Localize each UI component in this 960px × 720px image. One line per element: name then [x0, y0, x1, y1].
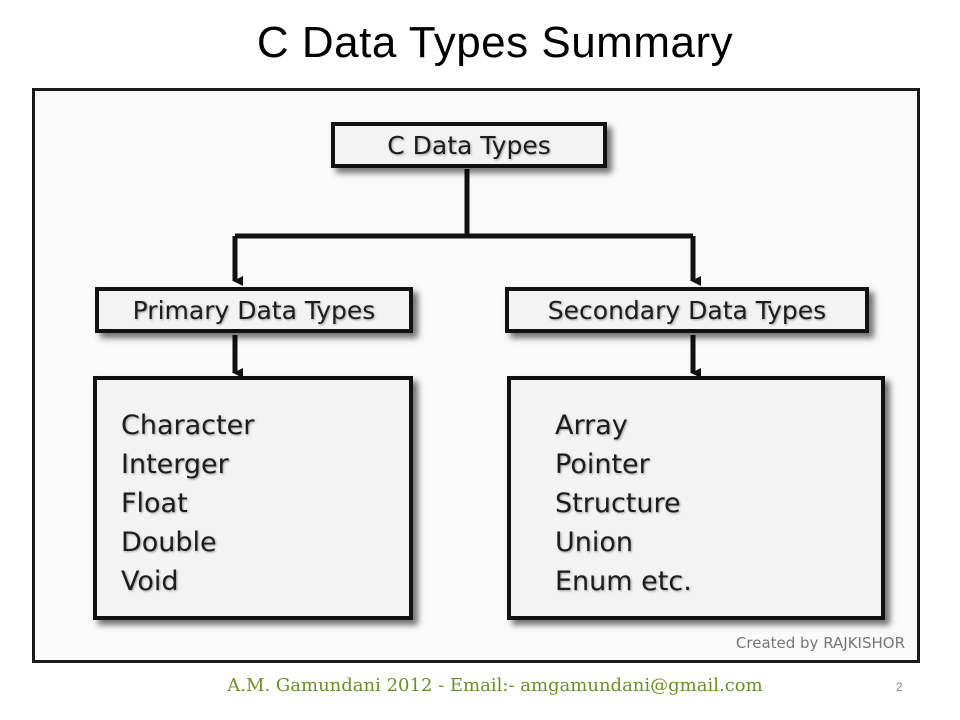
list-item: Union: [555, 527, 634, 558]
list-item: Array: [555, 410, 628, 441]
primary-list-box: Character Interger Float Double Void: [93, 376, 413, 620]
list-item: Double: [121, 527, 217, 558]
list-item: Pointer: [555, 449, 650, 480]
primary-node-label: Primary Data Types: [132, 295, 376, 325]
root-node: C Data Types: [331, 122, 607, 168]
connector-lines: [232, 169, 701, 378]
page-number: 2: [896, 680, 903, 694]
primary-node: Primary Data Types: [95, 287, 413, 333]
root-node-label: C Data Types: [387, 130, 551, 160]
list-item: Interger: [121, 449, 229, 480]
list-item: Structure: [555, 488, 681, 519]
list-item: Character: [121, 410, 255, 441]
list-item: Enum etc.: [555, 566, 692, 597]
secondary-node: Secondary Data Types: [505, 287, 869, 333]
secondary-node-label: Secondary Data Types: [547, 295, 827, 325]
slide-footer: A.M. Gamundani 2012 - Email:- amgamundan…: [227, 675, 763, 696]
slide-title: C Data Types Summary: [256, 18, 734, 67]
primary-type-list: Character Interger Float Double Void: [121, 406, 409, 601]
diagram-frame: C Data Types Primary Data Types Secondar…: [32, 88, 920, 663]
list-item: Void: [121, 566, 179, 597]
secondary-list-box: Array Pointer Structure Union Enum etc.: [507, 376, 885, 620]
diagram-credit: Created by RAJKISHOR: [735, 634, 905, 652]
list-item: Float: [121, 488, 188, 519]
secondary-type-list: Array Pointer Structure Union Enum etc.: [555, 406, 881, 601]
